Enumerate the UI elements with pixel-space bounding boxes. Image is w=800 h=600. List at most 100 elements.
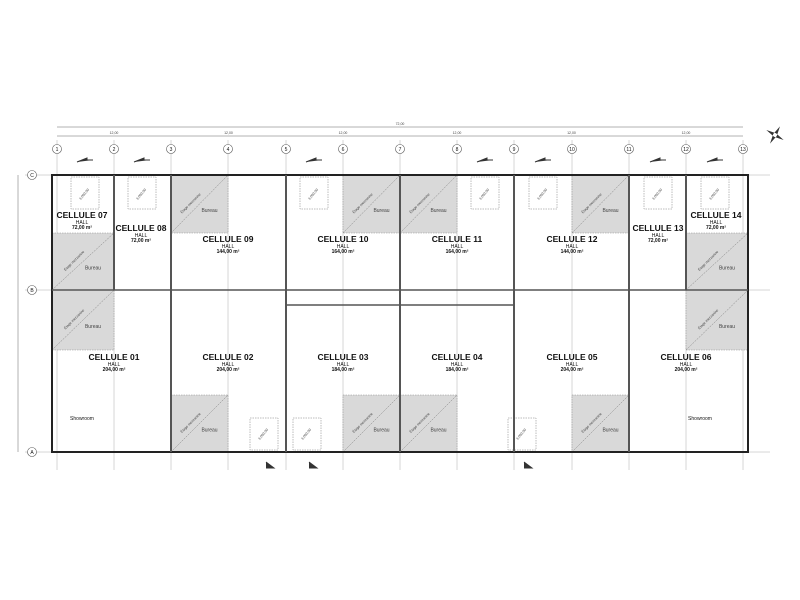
sectional-door: [470, 176, 500, 210]
door-size-label: 3.000,00: [300, 428, 312, 441]
dimension-span: 12,00: [339, 131, 348, 135]
walls: [51, 174, 749, 453]
cell-area: 164,00 m²: [332, 249, 355, 255]
cell-use: HALL: [222, 244, 235, 250]
dimension-span: 12,00: [110, 131, 119, 135]
mezzanine-stair-line: [685, 289, 749, 351]
grid-bubble: [223, 144, 233, 154]
door-size-label: 3.000,00: [257, 428, 269, 441]
cell-area: 184,00 m²: [332, 367, 355, 373]
grid-bubble: [738, 144, 748, 154]
sectional-door: [528, 176, 558, 210]
sectional-door: [700, 176, 730, 210]
cell-name: CELLULE 05: [546, 352, 597, 362]
cell-use: HALL: [222, 362, 235, 368]
dimension-span: 12,00: [224, 131, 233, 135]
cell-use: HALL: [652, 233, 665, 239]
mezzanine-stair-line: [399, 394, 458, 453]
cell-name: CELLULE 04: [431, 352, 482, 362]
door-size-label: 3.000,00: [135, 188, 147, 201]
bureau-label: Bureau: [719, 324, 735, 330]
cell-area: 184,00 m²: [446, 367, 469, 373]
grid-label: 8: [456, 147, 459, 153]
entry-arrow-icon: [308, 461, 319, 469]
cell-name: CELLULE 14: [690, 210, 741, 220]
grid-bubble: [395, 144, 405, 154]
grid-label: 12: [683, 147, 689, 153]
cell-use: HALL: [451, 244, 464, 250]
dimension-span: 12,00: [453, 131, 462, 135]
door-size-label: 3.000,00: [78, 188, 90, 201]
cell-use: HALL: [680, 362, 693, 368]
cell-use: HALL: [710, 220, 723, 226]
sectional-door: [292, 417, 322, 451]
sectional-door: [127, 176, 157, 210]
cell-area: 144,00 m²: [217, 249, 240, 255]
cell-area: 72,00 m²: [131, 238, 151, 244]
grid-bubble: [27, 447, 37, 457]
showroom-label: Showroom: [688, 416, 712, 422]
grid-bubble: [681, 144, 691, 154]
mezzanine-stair-line: [51, 232, 115, 291]
cell-area: 144,00 m²: [561, 249, 584, 255]
mezzanine-stair-line: [342, 394, 401, 453]
sectional-door: [507, 417, 537, 451]
mezzanine-stair-line: [342, 174, 401, 234]
grid-bubble: [27, 285, 37, 295]
entry-arrow-icon: [706, 157, 723, 163]
cell-use: HALL: [566, 362, 579, 368]
bureau-label: Bureau: [201, 208, 217, 214]
cell-area: 204,00 m²: [561, 367, 584, 373]
cell-use: HALL: [337, 244, 350, 250]
cell-name: CELLULE 10: [317, 234, 368, 244]
door-size-label: 3.000,00: [478, 188, 490, 201]
entry-arrow-icon: [265, 461, 276, 469]
bureau-label: Bureau: [430, 428, 446, 434]
dimension-span: 12,00: [682, 131, 691, 135]
cell-name: CELLULE 03: [317, 352, 368, 362]
bureau-label: Bureau: [85, 324, 101, 330]
cell-name: CELLULE 09: [202, 234, 253, 244]
bureau-label: Bureau: [430, 208, 446, 214]
grid-bubble: [452, 144, 462, 154]
grid-label: 5: [285, 147, 288, 153]
mezzanine-stair-line: [51, 289, 115, 351]
cell-use: HALL: [451, 362, 464, 368]
door-size-label: 3.000,00: [708, 188, 720, 201]
entry-arrow-icon: [476, 157, 493, 163]
grid-label: 11: [626, 147, 631, 153]
cell-area: 164,00 m²: [446, 249, 469, 255]
grid-bubble: [624, 144, 634, 154]
cell-name: CELLULE 12: [546, 234, 597, 244]
entry-arrow-icon: [305, 157, 322, 163]
doors: 3.000,00 3.000,00 3.000,00 3.000,00 3.000,00…: [70, 157, 730, 469]
cell-area: 72,00 m²: [72, 225, 92, 231]
grid-bubble: [338, 144, 348, 154]
entry-arrow-icon: [523, 461, 534, 469]
cell-name: CELLULE 08: [115, 223, 166, 233]
grid-bubble: [27, 170, 37, 180]
dimension-span: 12,00: [567, 131, 576, 135]
grid-bubble: [52, 144, 62, 154]
grid-label: C: [30, 173, 34, 179]
grid-label: 6: [342, 147, 345, 153]
cell-use: HALL: [108, 362, 121, 368]
cell-name: CELLULE 06: [660, 352, 711, 362]
grid-label: 3: [170, 147, 173, 153]
entry-arrow-icon: [76, 157, 93, 163]
mezzanine-stair-line: [571, 394, 630, 453]
bureau-label: Bureau: [85, 266, 101, 272]
entry-arrow-icon: [649, 157, 666, 163]
door-size-label: 3.000,00: [515, 428, 527, 441]
grid-bubble: [109, 144, 119, 154]
door-size-label: 3.000,00: [307, 188, 319, 201]
cell-area: 204,00 m²: [217, 367, 240, 373]
cell-use: HALL: [76, 220, 89, 226]
grid-bubble: [281, 144, 291, 154]
cell-name: CELLULE 02: [202, 352, 253, 362]
door-size-label: 3.000,00: [536, 188, 548, 201]
grid-label: 10: [569, 147, 575, 153]
